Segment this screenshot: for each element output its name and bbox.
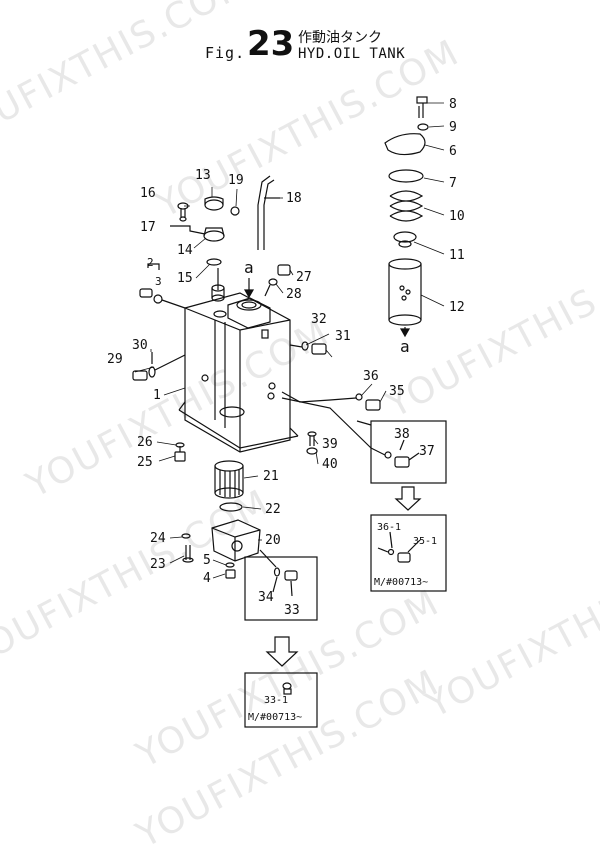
callout-label: 2 xyxy=(147,256,154,269)
callout-label: 17 xyxy=(140,220,156,235)
callout-label: 3 xyxy=(155,275,162,288)
plug-2-3 xyxy=(139,263,186,309)
callout-label: 15 xyxy=(177,271,193,286)
return-filter-stack xyxy=(384,96,429,338)
callout-label: 32 xyxy=(311,312,327,327)
inset-serial: M/#00713~ xyxy=(248,712,302,723)
callout-label: 12 xyxy=(449,300,465,315)
callout-label: 28 xyxy=(286,287,302,302)
fitting-39-40 xyxy=(306,431,318,455)
leader-lines xyxy=(134,102,445,579)
sensor-31-32 xyxy=(289,341,327,355)
callout-label: 37 xyxy=(419,444,435,459)
callout-label: 29 xyxy=(107,352,123,367)
callout-label: 7 xyxy=(449,176,457,191)
callout-label: 23 xyxy=(150,557,166,572)
filter-housing-20 xyxy=(181,519,261,579)
callout-label: 1 xyxy=(153,388,161,403)
callout-label: 9 xyxy=(449,120,457,135)
callout-label: 14 xyxy=(177,243,193,258)
tank-top-port-a xyxy=(227,278,271,329)
reference-letter-filter: a xyxy=(400,337,410,356)
callout-label: 10 xyxy=(449,209,465,224)
callout-label: 16 xyxy=(140,186,156,201)
callout-label: 22 xyxy=(265,502,281,517)
callout-label: 19 xyxy=(228,173,244,188)
callout-label: 8 xyxy=(449,97,457,112)
filter-element-21 xyxy=(214,460,244,512)
callout-label: 39 xyxy=(322,437,338,452)
sensor-35-36 xyxy=(281,391,381,411)
callout-label: 38 xyxy=(394,427,410,442)
inset-serial: M/#00713~ xyxy=(374,577,428,588)
figure-title-japanese: 作動油タンク xyxy=(298,30,382,46)
inset-label: 36-1 xyxy=(377,522,401,533)
callout-label: 18 xyxy=(286,191,302,206)
callout-label: 26 xyxy=(137,435,153,450)
callout-label: 27 xyxy=(296,270,312,285)
bolt-16-washer-17 xyxy=(170,202,206,235)
callout-label: 13 xyxy=(195,168,211,183)
tank-top-left-fitting xyxy=(211,284,227,318)
callout-label: 33 xyxy=(284,603,300,618)
reference-markers: a a xyxy=(244,258,410,356)
figure-title-english: HYD.OIL TANK xyxy=(298,46,406,62)
callout-label: 24 xyxy=(150,531,166,546)
plug-29-30 xyxy=(132,352,186,381)
callout-label: 21 xyxy=(263,469,279,484)
callout-label: 35 xyxy=(389,384,405,399)
callout-label: 5 xyxy=(203,553,211,568)
figure-number: 23 xyxy=(247,24,295,64)
callout-label: 36 xyxy=(363,369,379,384)
figure-prefix: Fig. xyxy=(205,44,246,62)
inset-box-top-right-new xyxy=(370,514,447,592)
callout-label: 30 xyxy=(132,338,148,353)
arrow-down-top-right xyxy=(394,486,422,511)
callout-label: 25 xyxy=(137,455,153,470)
callout-label: 11 xyxy=(449,248,465,263)
callout-label: 20 xyxy=(265,533,281,548)
callout-label: 34 xyxy=(258,590,274,605)
inset-labels: 36-1 35-1 M/#00713~ 33-1 M/#00713~ xyxy=(248,522,437,723)
callout-label: 4 xyxy=(203,571,211,586)
inset-label: 35-1 xyxy=(413,536,437,547)
drain-25-26 xyxy=(174,442,186,462)
hydraulic-tank-body xyxy=(178,292,299,453)
callout-label: 31 xyxy=(335,329,351,344)
arrow-down-bottom xyxy=(265,636,299,667)
callout-label: 40 xyxy=(322,457,338,472)
inset-box-bottom-new xyxy=(244,672,318,728)
reference-letter-top: a xyxy=(244,258,254,277)
part-number-callouts: 8 9 6 7 10 11 12 13 19 18 16 17 14 15 2 … xyxy=(107,97,465,618)
inset-label: 33-1 xyxy=(264,695,288,706)
callout-label: 6 xyxy=(449,144,457,159)
inset-box-top-right xyxy=(281,397,447,484)
inset-box-bottom xyxy=(244,549,318,621)
breather-cap xyxy=(203,196,225,290)
